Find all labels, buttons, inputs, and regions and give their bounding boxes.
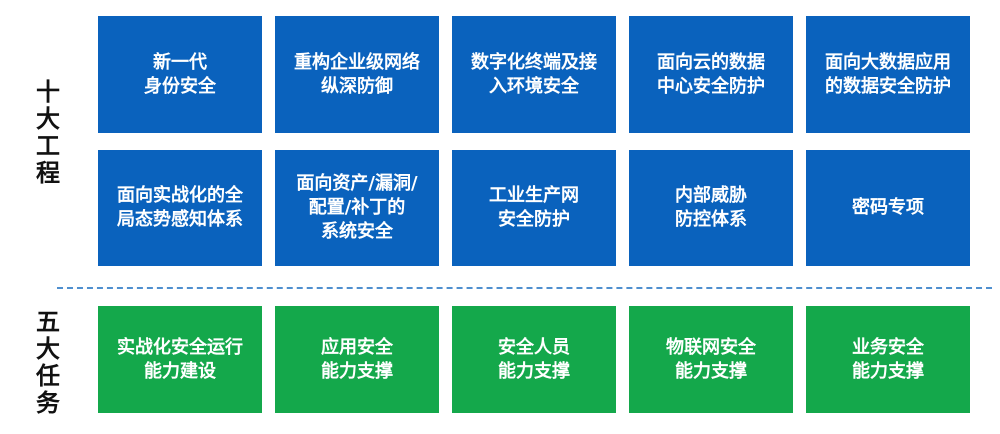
project-box: 内部威胁 防控体系 (629, 150, 793, 266)
project-box: 数字化终端及接 入环境安全 (452, 16, 616, 133)
task-box: 应用安全 能力支撑 (275, 306, 439, 413)
project-box: 面向云的数据 中心安全防护 (629, 16, 793, 133)
five-tasks-label: 五大任务 (36, 308, 60, 417)
project-box: 新一代 身份安全 (98, 16, 262, 133)
project-box: 密码专项 (806, 150, 970, 266)
project-box: 面向大数据应用 的数据安全防护 (806, 16, 970, 133)
task-box: 业务安全 能力支撑 (806, 306, 970, 413)
project-box: 面向资产/漏洞/ 配置/补丁的 系统安全 (275, 150, 439, 266)
section-divider (57, 287, 992, 289)
task-box: 安全人员 能力支撑 (452, 306, 616, 413)
project-box: 重构企业级网络 纵深防御 (275, 16, 439, 133)
project-box: 工业生产网 安全防护 (452, 150, 616, 266)
ten-projects-label: 十大工程 (36, 78, 60, 187)
project-box: 面向实战化的全 局态势感知体系 (98, 150, 262, 266)
task-box: 实战化安全运行 能力建设 (98, 306, 262, 413)
task-box: 物联网安全 能力支撑 (629, 306, 793, 413)
